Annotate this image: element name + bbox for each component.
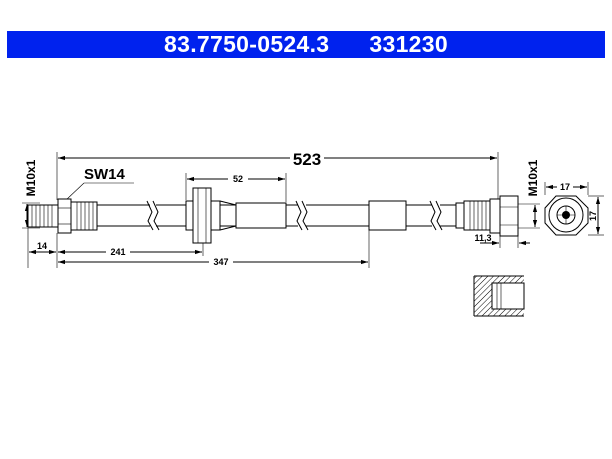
- overall-length-dimension: 523: [56, 150, 499, 200]
- wrench-size-callout: SW14: [65, 166, 134, 201]
- hex-width-label: 17: [560, 182, 570, 192]
- left-fitting: [27, 198, 98, 234]
- part-number: 83.7750-0524.3: [164, 31, 330, 57]
- thread-length-label: 14: [37, 241, 47, 251]
- end-width-label: 11,3: [474, 233, 491, 243]
- hex-height-label: 17: [588, 211, 598, 221]
- sleeve-distance-label: 347: [213, 257, 228, 267]
- bracket-width-label: 52: [233, 174, 243, 184]
- hex-width-dimension: 17: [544, 181, 589, 195]
- lower-dimensions: 14 241 347: [27, 228, 370, 268]
- mounting-bracket: [185, 187, 287, 244]
- bracket-width-dimension: 52: [185, 172, 287, 202]
- overall-length-label: 523: [293, 150, 321, 169]
- hex-height-dimension: 17: [588, 195, 604, 236]
- left-thread-label: M10x1: [24, 159, 38, 196]
- wrench-size-label: SW14: [84, 166, 126, 183]
- right-fitting: [455, 195, 519, 237]
- protective-sleeve: [368, 200, 407, 231]
- port-section-view: [473, 275, 525, 317]
- bracket-distance-label: 241: [110, 247, 125, 257]
- end-view: [544, 195, 589, 236]
- end-width-dimension: 11,3: [474, 233, 530, 248]
- reference-number: 331230: [369, 31, 448, 57]
- left-thread-dimension: M10x1: [22, 159, 40, 229]
- title-bar: 83.7750-0524.3 331230: [7, 31, 605, 58]
- right-thread-dimension: M10x1: [518, 159, 540, 229]
- right-thread-label: M10x1: [526, 159, 540, 196]
